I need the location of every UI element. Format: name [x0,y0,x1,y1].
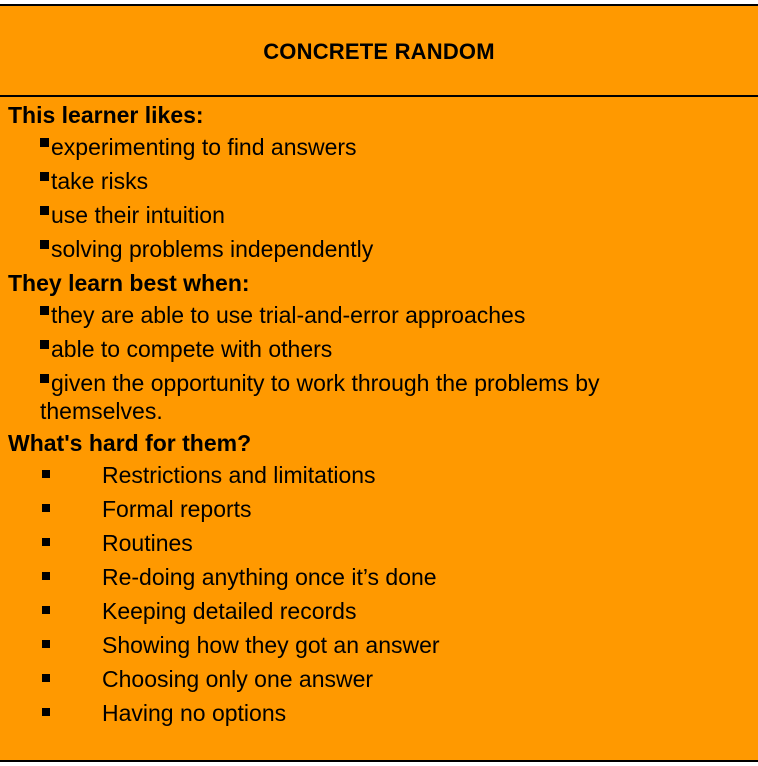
likes-heading: This learner likes: [8,102,204,128]
list-item-text: Having no options [102,700,287,726]
list-item-text: Re-doing anything once it’s done [102,564,437,590]
square-bullet-icon [42,504,50,512]
list-item: they are able to use trial-and-error app… [8,298,758,332]
square-bullet-icon [42,708,50,716]
list-item-text: Restrictions and limitations [102,462,376,488]
learn-best-list: they are able to use trial-and-error app… [8,298,758,425]
list-item-text: solving problems independently [51,236,374,262]
list-item: Showing how they got an answer [8,628,758,662]
square-bullet-icon [40,374,49,383]
list-item: given the opportunity to work through th… [8,369,758,425]
square-bullet-icon [42,538,50,546]
concrete-random-card: CONCRETE RANDOM This learner likes: expe… [0,4,758,762]
list-item-text: take risks [51,168,149,194]
square-bullet-icon [40,340,49,349]
likes-list: experimenting to find answers take risks… [8,130,758,266]
list-item: Restrictions and limitations [8,458,758,492]
square-bullet-icon [42,606,50,614]
hard-heading: What's hard for them? [8,430,252,456]
list-item-text: Formal reports [102,496,252,522]
card-content: This learner likes: experimenting to fin… [0,97,758,730]
list-item: Formal reports [8,492,758,526]
list-item-text: able to compete with others [51,336,333,362]
learn-best-heading: They learn best when: [8,270,250,296]
list-item-text: use their intuition [51,202,225,228]
list-item: use their intuition [8,198,758,232]
list-item: solving problems independently [8,232,758,266]
square-bullet-icon [42,640,50,648]
page-title: CONCRETE RANDOM [263,38,495,64]
square-bullet-icon [42,572,50,580]
list-item: Re-doing anything once it’s done [8,560,758,594]
list-item-text: Choosing only one answer [102,666,374,692]
square-bullet-icon [40,240,49,249]
list-item-text: they are able to use trial-and-error app… [51,302,526,328]
list-item-text: given the opportunity to work through th… [40,370,600,424]
list-item-text: Keeping detailed records [102,598,357,624]
square-bullet-icon [40,138,49,147]
list-item: Routines [8,526,758,560]
list-item-text: experimenting to find answers [51,134,357,160]
square-bullet-icon [40,206,49,215]
square-bullet-icon [42,674,50,682]
list-item: Choosing only one answer [8,662,758,696]
list-item: take risks [8,164,758,198]
square-bullet-icon [42,470,50,478]
title-row: CONCRETE RANDOM [0,6,758,97]
square-bullet-icon [40,306,49,315]
list-item: experimenting to find answers [8,130,758,164]
hard-list: Restrictions and limitations Formal repo… [8,458,758,730]
list-item: Having no options [8,696,758,730]
list-item-text: Routines [102,530,193,556]
square-bullet-icon [40,172,49,181]
list-item: Keeping detailed records [8,594,758,628]
list-item: able to compete with others [8,332,758,366]
list-item-text: Showing how they got an answer [102,632,440,658]
